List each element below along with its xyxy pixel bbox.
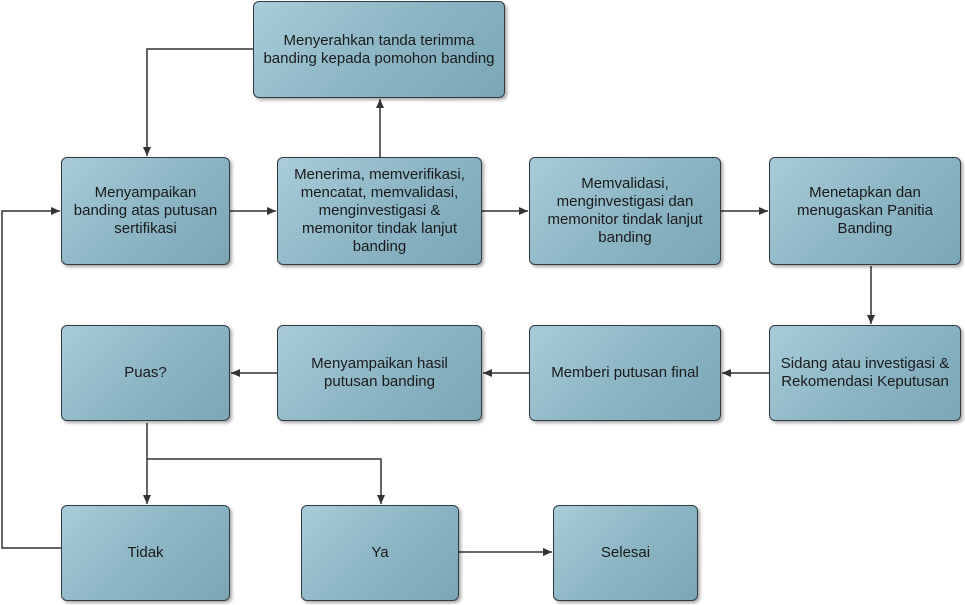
node-label: Menyampaikan banding atas putusan sertif… [73, 184, 218, 237]
edge-tidak-to-banding [1, 207, 62, 549]
node-menyampaikan-banding: Menyampaikan banding atas putusan sertif… [61, 157, 230, 265]
node-label: Menyerahkan tanda terimma banding kepada… [263, 31, 495, 67]
node-menerima-memverifikasi: Menerima, memverifikasi, mencatat, memva… [277, 157, 482, 265]
node-label: Tidak [127, 544, 164, 561]
node-menyerahkan-tanda-terima: Menyerahkan tanda terimma banding kepada… [253, 1, 505, 98]
node-sidang-investigasi: Sidang atau investigasi & Rekomendasi Ke… [769, 325, 961, 421]
edge-puas-to-ya [147, 458, 385, 504]
node-label: Menetapkan dan menugaskan Panitia Bandin… [797, 184, 933, 237]
node-puas-decision: Puas? [61, 325, 230, 421]
node-tidak: Tidak [61, 505, 230, 601]
node-label: Sidang atau investigasi & Rekomendasi Ke… [780, 355, 950, 390]
node-menetapkan-panitia: Menetapkan dan menugaskan Panitia Bandin… [769, 157, 961, 265]
node-ya: Ya [301, 505, 459, 601]
node-memvalidasi: Memvalidasi, menginvestigasi dan memonit… [529, 157, 721, 265]
node-selesai: Selesai [553, 505, 698, 601]
node-label: Menyampaikan hasil putusan banding [311, 355, 448, 390]
node-label: Puas? [124, 364, 167, 381]
node-menyampaikan-hasil: Menyampaikan hasil putusan banding [277, 325, 482, 421]
node-label: Menerima, memverifikasi, mencatat, memva… [294, 166, 465, 255]
edge-serah-to-banding [143, 48, 253, 156]
node-putusan-final: Memberi putusan final [529, 325, 721, 421]
node-label: Memberi putusan final [551, 364, 699, 381]
node-label: Ya [371, 544, 389, 561]
node-label: Selesai [600, 544, 651, 561]
node-label: Memvalidasi, menginvestigasi dan memonit… [547, 175, 703, 246]
